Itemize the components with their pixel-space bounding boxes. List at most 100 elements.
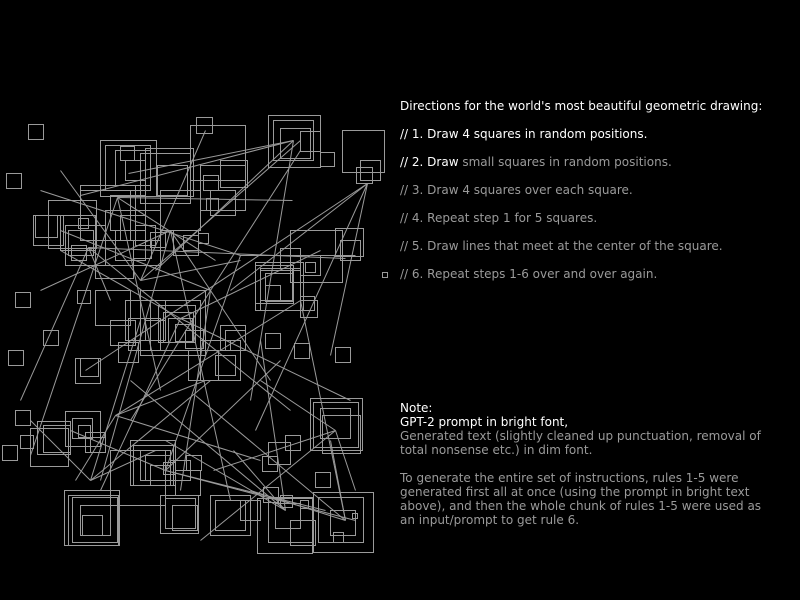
drawn-square: [203, 175, 219, 191]
drawn-square: [215, 500, 246, 531]
drawn-square: [273, 120, 314, 161]
drawn-square: [145, 148, 194, 197]
note-dim-line-2: total nonsense etc.) in dim font.: [400, 443, 593, 457]
drawn-square: [43, 330, 59, 346]
rule-4: // 4. Repeat step 1 for 5 squares.: [400, 211, 800, 225]
drawn-line: [117, 197, 216, 261]
drawn-square: [340, 240, 361, 261]
drawn-line: [195, 395, 346, 521]
drawn-square: [335, 347, 351, 363]
drawn-square: [260, 270, 301, 311]
drawn-square: [68, 230, 94, 256]
drawn-square: [333, 532, 344, 543]
drawn-square: [188, 350, 219, 381]
drawn-square: [145, 320, 166, 341]
drawn-line: [180, 318, 351, 401]
drawn-square: [352, 513, 358, 519]
drawn-line: [250, 490, 346, 521]
drawn-square: [206, 198, 219, 211]
drawn-line: [335, 430, 356, 491]
drawn-line: [88, 247, 111, 301]
drawn-square: [313, 402, 359, 448]
drawn-line: [165, 255, 241, 471]
drawn-square: [220, 160, 248, 188]
drawn-square: [315, 472, 331, 488]
drawn-square: [75, 358, 101, 384]
drawn-line: [117, 197, 293, 201]
drawn-square: [186, 455, 202, 471]
note-label: Note:: [400, 401, 433, 415]
note-panel: Note: GPT-2 prompt in bright font, Gener…: [400, 401, 795, 527]
drawn-line: [117, 197, 161, 391]
drawn-square: [35, 215, 58, 238]
drawn-square: [257, 498, 313, 554]
drawn-square: [275, 503, 301, 529]
drawn-line: [85, 183, 368, 371]
drawn-square: [330, 510, 356, 536]
drawn-square: [43, 425, 71, 453]
note-dim-line-1: Generated text (slightly cleaned up punc…: [400, 429, 761, 443]
drawn-square: [200, 340, 241, 381]
drawn-line: [130, 380, 286, 511]
drawn-line: [115, 300, 301, 416]
drawn-square: [210, 190, 236, 216]
drawn-square: [356, 167, 373, 184]
drawn-square: [255, 265, 294, 304]
drawn-square: [163, 462, 176, 475]
drawn-square: [313, 492, 374, 553]
drawn-square: [294, 343, 310, 359]
drawn-square: [280, 248, 301, 269]
drawn-square: [15, 410, 31, 426]
drawn-square: [285, 435, 301, 451]
drawn-square: [310, 398, 363, 451]
drawn-square: [335, 228, 364, 257]
drawn-line: [230, 183, 368, 291]
drawn-square: [300, 296, 315, 311]
drawn-square: [78, 218, 89, 229]
drawn-square: [20, 435, 34, 449]
drawn-line: [90, 450, 156, 481]
note-para-line-3: above), and then the whole chunk of rule…: [400, 499, 762, 513]
rule-5: // 5. Draw lines that meet at the center…: [400, 239, 800, 253]
drawn-square: [95, 290, 131, 326]
rule-5-generated: // 5. Draw lines that meet at the center…: [400, 239, 723, 253]
drawn-line: [155, 140, 294, 271]
drawn-square: [150, 300, 201, 351]
squares-layer: [2, 115, 388, 554]
note-para-line-4: an input/prompt to get rule 6.: [400, 513, 580, 527]
drawn-square: [15, 292, 31, 308]
drawn-square: [157, 165, 188, 196]
drawn-square: [263, 487, 279, 503]
directions-panel: Directions for the world's most beautifu…: [400, 99, 800, 295]
drawn-square: [305, 262, 316, 273]
rule-1: // 1. Draw 4 squares in random positions…: [400, 127, 800, 141]
note-spacer: [400, 457, 795, 471]
rule-3: // 3. Draw 4 squares over each square.: [400, 183, 800, 197]
drawn-line: [90, 320, 141, 481]
drawn-line: [213, 430, 336, 471]
drawn-square: [322, 415, 361, 454]
drawn-line: [30, 420, 91, 481]
drawn-square: [172, 505, 198, 531]
rule-2: // 2. Draw small squares in random posit…: [400, 155, 800, 169]
drawn-square: [2, 445, 18, 461]
drawn-square: [290, 520, 316, 546]
note-para-line-1: To generate the entire set of instructio…: [400, 471, 739, 485]
drawn-square: [268, 442, 291, 465]
drawn-square: [382, 272, 388, 278]
drawn-square: [198, 233, 209, 244]
drawn-square: [71, 245, 87, 261]
drawn-square: [140, 290, 206, 356]
rule-4-generated: // 4. Repeat step 1 for 5 squares.: [400, 211, 598, 225]
drawn-square: [8, 350, 24, 366]
drawn-square: [265, 333, 281, 349]
drawn-line: [88, 247, 346, 259]
drawn-square: [265, 285, 281, 301]
drawn-line: [100, 230, 171, 481]
drawn-square: [280, 128, 311, 159]
drawn-square: [128, 318, 161, 351]
drawn-square: [95, 240, 134, 279]
drawn-square: [77, 290, 91, 304]
